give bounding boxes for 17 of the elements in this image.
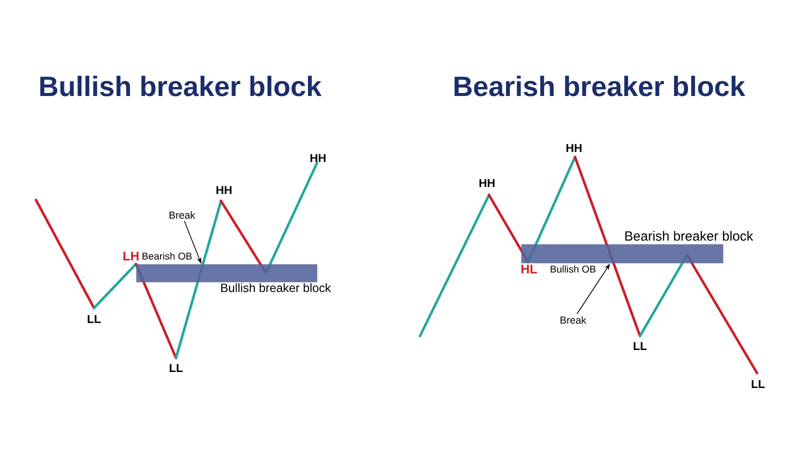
zone-label: Bearish OB [142, 252, 192, 260]
zone-label: Bullish OB [550, 265, 596, 273]
pivot-label: LH [123, 252, 138, 260]
pivot-label: LL [752, 380, 765, 388]
pivot-label: HH [566, 144, 582, 152]
pivot-label: HH [216, 186, 232, 194]
panel-title: Bullish breaker block [40, 76, 322, 96]
pivot-label: LL [170, 364, 183, 372]
pivot-label: HH [480, 179, 494, 187]
block-label: Bearish breaker block [625, 230, 754, 241]
block-label: Bullish breaker block [221, 283, 331, 292]
annotation-text: Break [170, 211, 196, 219]
pivot-label: LL [88, 315, 101, 323]
pivot-label: LL [634, 342, 647, 350]
annotation-text: Break [560, 316, 586, 324]
panel-title: Bearish breaker block [454, 76, 746, 96]
pivot-label: HH [310, 154, 326, 162]
